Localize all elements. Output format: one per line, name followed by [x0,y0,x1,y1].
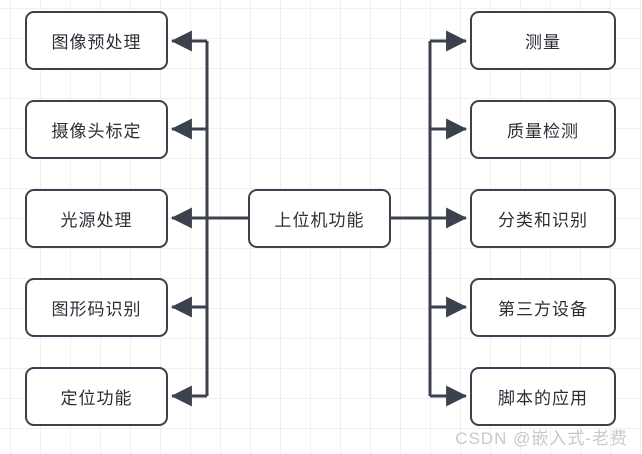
node-label: 摄像头标定 [51,122,142,141]
node-classification-recognition[interactable]: 分类和识别 [470,189,616,248]
node-script-application[interactable]: 脚本的应用 [470,367,616,426]
node-image-preprocess[interactable]: 图像预处理 [25,11,168,70]
node-light-source-processing[interactable]: 光源处理 [25,189,168,248]
node-camera-calibration[interactable]: 摄像头标定 [25,100,168,159]
node-label: 图形码识别 [51,300,142,319]
node-measurement[interactable]: 测量 [470,11,616,70]
node-label: 上位机功能 [274,211,365,230]
node-label: 图像预处理 [51,33,142,52]
node-label: 光源处理 [60,211,133,230]
node-third-party-device[interactable]: 第三方设备 [470,278,616,337]
node-label: 第三方设备 [498,300,588,319]
node-label: 测量 [525,33,561,52]
node-label: 脚本的应用 [498,389,588,408]
node-label: 分类和识别 [498,211,588,230]
node-label: 质量检测 [507,122,579,141]
node-host-computer-function[interactable]: 上位机功能 [248,189,391,248]
node-quality-inspection[interactable]: 质量检测 [470,100,616,159]
node-label: 定位功能 [60,389,133,408]
node-graphic-code-recognition[interactable]: 图形码识别 [25,278,168,337]
node-positioning-function[interactable]: 定位功能 [25,367,168,426]
